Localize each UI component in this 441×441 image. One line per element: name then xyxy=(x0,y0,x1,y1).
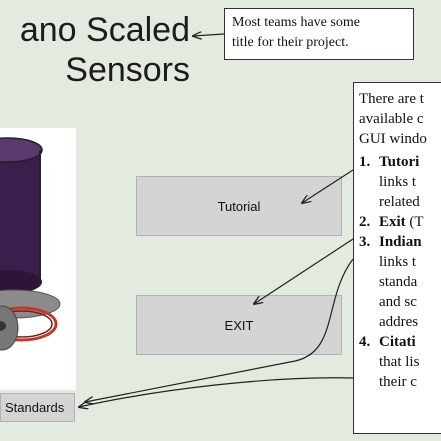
sensor-device-image xyxy=(0,128,76,390)
callout-item-line: related xyxy=(379,194,420,210)
sensor-image-panel xyxy=(0,128,76,390)
callout-item-citations: 4. Citati xyxy=(359,332,441,352)
citations-arrow xyxy=(79,377,354,407)
callout-item-line: links t xyxy=(379,174,417,190)
item-number: 1. xyxy=(359,154,371,170)
title-callout: Most teams have some title for their pro… xyxy=(224,8,414,60)
exit-button[interactable]: EXIT xyxy=(136,295,342,355)
item-heading: Citati xyxy=(379,334,416,350)
callout-intro-line: available c xyxy=(359,111,424,127)
callout-item-line: and sc xyxy=(379,294,417,310)
standards-arrow xyxy=(85,258,354,402)
callout-item-tutorial: 1. Tutori xyxy=(359,152,441,172)
callout-item-line: addres xyxy=(379,314,419,330)
callout-item-line: links t xyxy=(379,254,417,270)
item-tail: (T xyxy=(405,214,424,230)
item-heading: Indian xyxy=(379,234,422,250)
item-heading: Exit xyxy=(379,214,406,230)
title-callout-line-2: title for their project. xyxy=(232,35,349,50)
callout-item-line: standa xyxy=(379,274,418,290)
app-title-line-2: Sensors xyxy=(65,51,190,89)
callout-item-line: their c xyxy=(379,374,417,390)
tutorial-button[interactable]: Tutorial xyxy=(136,176,342,236)
standards-button[interactable]: Standards xyxy=(0,393,75,422)
callout-intro-line: GUI windo xyxy=(359,131,427,147)
callout-intro-line: There are t xyxy=(359,91,424,107)
callout-item-line: that lis xyxy=(379,354,420,370)
callout-item-indiana: 3. Indian xyxy=(359,232,441,252)
item-number: 2. xyxy=(359,214,371,230)
standards-button-label: Standards xyxy=(5,400,65,415)
buttons-callout: There are t available c GUI windo 1. Tuto… xyxy=(353,82,441,434)
app-title: ano Scaled Sensors xyxy=(0,10,190,90)
title-callout-line-1: Most teams have some xyxy=(232,15,360,30)
exit-arrow xyxy=(254,238,354,304)
item-number: 3. xyxy=(359,234,371,250)
tutorial-arrow xyxy=(302,169,354,203)
title-arrow xyxy=(193,34,225,36)
callout-item-exit: 2. Exit (T xyxy=(359,212,441,232)
app-title-line-1: ano Scaled xyxy=(19,11,190,49)
exit-button-label: EXIT xyxy=(224,317,254,333)
item-number: 4. xyxy=(359,334,371,350)
tutorial-button-label: Tutorial xyxy=(217,198,261,214)
item-heading: Tutori xyxy=(379,154,420,170)
